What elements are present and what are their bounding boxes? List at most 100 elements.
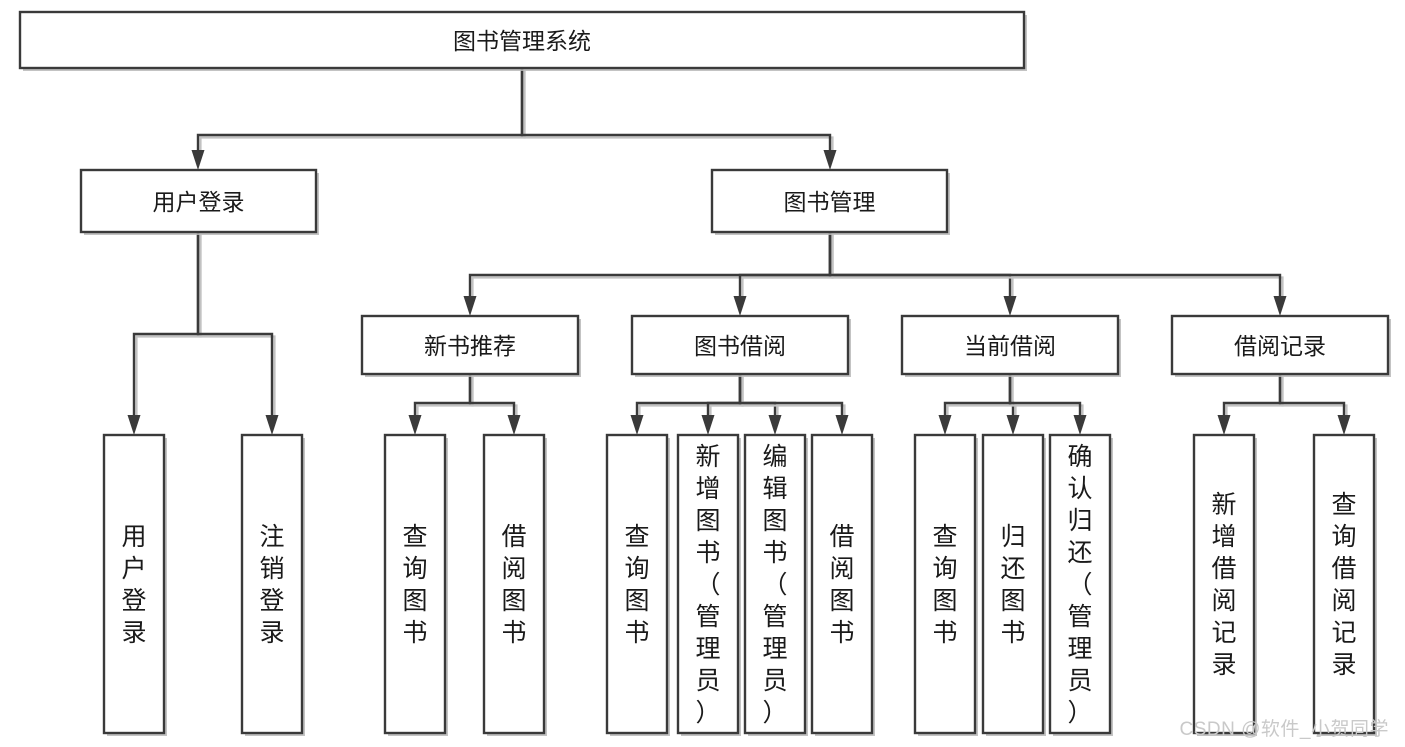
arrow-head-icon (507, 415, 521, 435)
connector-shadow (1281, 376, 1348, 418)
connector-line (1222, 374, 1282, 415)
node-label: 注销登录 (259, 523, 284, 647)
node-box[interactable] (383, 433, 447, 735)
connector-user-login-to-leaf-user-login (127, 232, 202, 435)
connector-root-to-book-manage (520, 68, 837, 170)
connector-line (943, 374, 1012, 415)
node-box[interactable] (630, 314, 850, 376)
connector-shadow (741, 376, 846, 418)
node-label: 借阅图书 (501, 523, 526, 647)
connector-line (1278, 374, 1346, 415)
node-label: 查询图书 (932, 523, 957, 647)
node-label: 图书借阅 (694, 333, 786, 359)
node-leaf-query-record[interactable]: 查询借阅记录 (1312, 433, 1377, 736)
arrow-head-icon (701, 415, 715, 435)
node-box[interactable] (1192, 433, 1256, 735)
node-box[interactable] (18, 10, 1026, 70)
node-leaf-edit-book[interactable]: 编辑图书（管理员） (743, 433, 808, 736)
connector-current-borrow-to-leaf-confirm-return (1008, 374, 1087, 435)
arrow-head-icon (1003, 296, 1017, 316)
connector-shadow (135, 234, 202, 418)
edges-layer (127, 68, 1351, 435)
connector-shadow (199, 70, 526, 153)
arrow-head-icon (127, 415, 141, 435)
node-label: 查询图书 (624, 523, 649, 647)
node-leaf-query-book-2[interactable]: 查询图书 (605, 433, 670, 736)
connector-line (520, 68, 832, 150)
connector-line (468, 374, 516, 415)
node-box[interactable] (913, 433, 977, 735)
node-leaf-user-logout[interactable]: 注销登录 (240, 433, 305, 736)
connector-line (738, 374, 844, 415)
node-box[interactable] (240, 433, 304, 735)
connector-shadow (1011, 376, 1084, 418)
connector-line (1008, 374, 1082, 415)
node-leaf-query-book-3[interactable]: 查询图书 (913, 433, 978, 736)
arrow-head-icon (733, 296, 747, 316)
node-box[interactable] (981, 433, 1045, 735)
arrow-head-icon (408, 415, 422, 435)
node-box[interactable] (360, 314, 580, 376)
node-label: 用户登录 (121, 523, 146, 647)
connector-line (738, 374, 777, 415)
connector-shadow (709, 376, 744, 418)
connector-book-borrow-to-leaf-add-book (701, 374, 744, 435)
connector-line (413, 374, 472, 415)
node-label: 用户登录 (153, 189, 245, 215)
node-leaf-confirm-return[interactable]: 确认归还（管理员） (1048, 433, 1113, 736)
connector-user-login-to-leaf-user-logout (196, 232, 279, 435)
node-label: 图书管理 (784, 189, 876, 215)
node-box[interactable] (676, 433, 740, 735)
node-root[interactable]: 图书管理系统 (18, 10, 1027, 71)
node-leaf-add-record[interactable]: 新增借阅记录 (1192, 433, 1257, 736)
arrow-head-icon (1273, 296, 1287, 316)
connector-shadow (741, 376, 779, 418)
node-box[interactable] (810, 433, 874, 735)
node-box[interactable] (1312, 433, 1376, 735)
node-label: 查询图书 (402, 523, 427, 647)
connector-shadow (1225, 376, 1284, 418)
connector-borrow-record-to-leaf-query-record (1278, 374, 1351, 435)
node-user-login[interactable]: 用户登录 (79, 168, 319, 235)
node-box[interactable] (605, 433, 669, 735)
arrow-head-icon (823, 150, 837, 170)
node-leaf-return-book[interactable]: 归还图书 (981, 433, 1046, 736)
node-book-borrow[interactable]: 图书借阅 (630, 314, 851, 377)
node-box[interactable] (900, 314, 1120, 376)
node-label: 图书管理系统 (453, 28, 591, 54)
node-label: 编辑图书（管理员） (762, 443, 787, 727)
node-current-borrow[interactable]: 当前借阅 (900, 314, 1121, 377)
node-new-book-rec[interactable]: 新书推荐 (360, 314, 581, 377)
node-label: 借阅图书 (829, 523, 854, 647)
node-box[interactable] (79, 168, 318, 234)
node-leaf-user-login[interactable]: 用户登录 (102, 433, 167, 736)
node-leaf-borrow-book-1[interactable]: 借阅图书 (482, 433, 547, 736)
node-label: 新增图书（管理员） (695, 443, 720, 727)
node-box[interactable] (102, 433, 166, 735)
node-box[interactable] (710, 168, 949, 234)
node-label: 归还图书 (1000, 523, 1025, 647)
node-book-manage[interactable]: 图书管理 (710, 168, 950, 235)
node-leaf-borrow-book-2[interactable]: 借阅图书 (810, 433, 875, 736)
node-box[interactable] (1048, 433, 1112, 735)
node-box[interactable] (743, 433, 807, 735)
connector-line (196, 232, 274, 415)
node-box[interactable] (482, 433, 546, 735)
node-leaf-add-book[interactable]: 新增图书（管理员） (676, 433, 741, 736)
node-label: 借阅记录 (1234, 333, 1326, 359)
arrow-head-icon (463, 296, 477, 316)
watermark-text: CSDN @软件_小贺同学 (1179, 719, 1389, 740)
node-borrow-record[interactable]: 借阅记录 (1170, 314, 1391, 377)
node-box[interactable] (1170, 314, 1390, 376)
node-label: 新增借阅记录 (1211, 491, 1236, 679)
connector-shadow (471, 234, 834, 299)
node-leaf-query-book-1[interactable]: 查询图书 (383, 433, 448, 736)
connector-line (828, 232, 1012, 296)
connector-shadow (831, 234, 1014, 299)
connector-shadow (946, 376, 1014, 418)
connector-shadow (638, 376, 744, 418)
connector-line (132, 232, 200, 415)
arrow-head-icon (1006, 415, 1020, 435)
arrow-head-icon (1217, 415, 1231, 435)
